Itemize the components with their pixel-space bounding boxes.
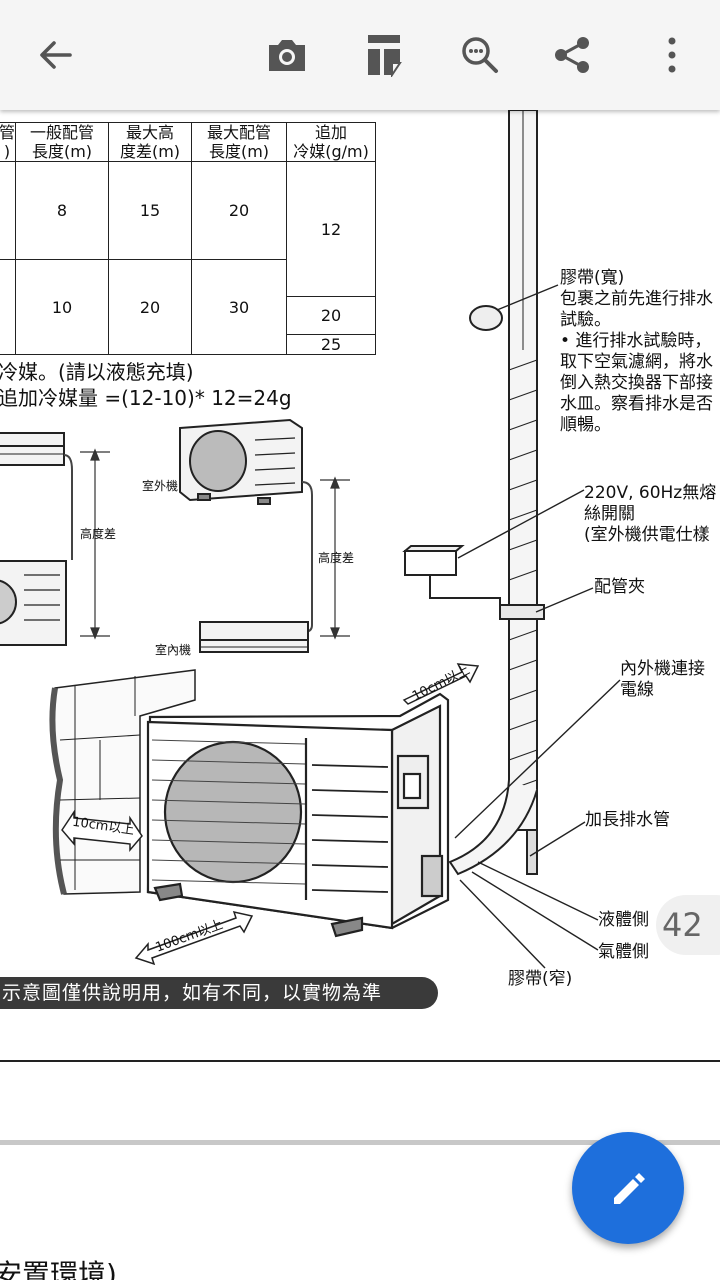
refrigerant-spec-table: 管) 一般配管長度(m) 最大高度差(m) 最大配管長度(m) 追加冷媒(g/m… — [0, 122, 377, 355]
table-header: 一般配管 — [30, 123, 95, 142]
note-line-2: 追加冷媒量 =(12-10)* 12=24g — [0, 386, 292, 410]
breaker-label: 220V, 60Hz無熔 — [584, 483, 717, 503]
tape-wide-note: 取下空氣濾網，將水 — [560, 352, 713, 372]
tape-wide-note: 水皿。察看排水是否 — [560, 394, 713, 414]
gas-side-label: 氣體側 — [598, 942, 649, 962]
indoor-unit-left — [0, 432, 65, 466]
breaker-box — [402, 545, 501, 610]
tape-wide-note: 試驗。 — [560, 310, 611, 330]
table-header: 長度(m) — [31, 142, 93, 161]
table-header: 最大配管 — [207, 123, 272, 142]
note-line-1: 冷媒。(請以液態充填) — [0, 360, 194, 384]
breaker-label: 絲開關 — [584, 504, 635, 524]
edit-fab-button[interactable] — [572, 1132, 684, 1244]
table-header: 度差(m) — [119, 142, 181, 161]
more-options-button[interactable] — [642, 25, 702, 85]
more-vert-icon — [668, 37, 676, 73]
zoom-out-icon — [462, 37, 498, 73]
tape-wide-note: 順暢。 — [560, 415, 611, 435]
page-divider — [0, 1060, 720, 1062]
height-diff-label-left: 高度差 — [80, 527, 117, 541]
page-number-badge: 42 — [656, 895, 720, 955]
table-cell: 20 — [191, 161, 288, 260]
table-cell: 20 — [108, 259, 193, 355]
table-header: 追加 — [315, 123, 348, 142]
pencil-edit-icon — [614, 1173, 645, 1204]
drain-hose-label: 加長排水管 — [585, 810, 670, 830]
table-header: 長度(m) — [208, 142, 270, 161]
camera-icon — [269, 40, 305, 71]
table-cell: 20 — [286, 296, 377, 335]
diagram-caption: 示意圖僅供說明用，如有不同，以實物為準 — [0, 977, 438, 1009]
table-cell: 12 — [286, 161, 377, 297]
arrow-left-icon — [40, 41, 72, 69]
page-layout-button[interactable] — [354, 25, 414, 85]
liquid-side-label: 液體側 — [598, 910, 649, 930]
indoor-unit-label: 室內機 — [155, 643, 192, 657]
pipe-clamp-label: 配管夾 — [594, 577, 645, 597]
table-header: 冷媒(g/m) — [293, 142, 369, 161]
table-cell: 15 — [108, 161, 193, 260]
table-header: 管 — [0, 123, 16, 142]
table-cell: 10 — [15, 259, 110, 355]
page-layout-icon — [368, 35, 402, 77]
clearance-arrows — [61, 663, 480, 966]
page-number: 42 — [662, 906, 703, 944]
tape-wide-note: 包裹之前先進行排水 — [560, 289, 713, 309]
table-cell: 25 — [286, 334, 377, 355]
installation-diagram — [0, 110, 621, 969]
next-page-heading: 安置環境) — [0, 1258, 117, 1280]
tape-narrow-label: 膠帶(窄) — [508, 969, 573, 989]
outdoor-unit-left — [0, 560, 67, 646]
document-viewer[interactable]: 管) 一般配管長度(m) 最大高度差(m) 最大配管長度(m) 追加冷媒(g/m… — [0, 110, 720, 1280]
table-cell: 30 — [191, 259, 288, 355]
zoom-button[interactable] — [450, 25, 510, 85]
indoor-unit-lower — [199, 621, 309, 653]
tape-wide-note: 倒入熱交換器下部接 — [560, 373, 713, 393]
connection-wire-label: 電線 — [620, 680, 654, 700]
breaker-label: (室外機供電仕樣 — [584, 525, 710, 545]
share-button[interactable] — [543, 25, 603, 85]
leader-lines — [454, 284, 621, 969]
tape-wide-label: 膠帶(寬) — [560, 268, 625, 288]
height-diff-label-right: 高度差 — [318, 551, 355, 565]
app-toolbar — [0, 0, 720, 110]
outdoor-unit-label: 室外機 — [142, 479, 179, 493]
tape-wide-note: • 進行排水試驗時， — [560, 331, 712, 351]
vertical-pipe — [448, 110, 545, 876]
connection-wire-label: 內外機連接 — [620, 659, 705, 679]
page-gap — [0, 1140, 720, 1145]
outdoor-unit-upper — [179, 418, 303, 505]
table-header: 最大高 — [126, 123, 175, 142]
camera-button[interactable] — [257, 25, 317, 85]
outdoor-unit-main — [146, 692, 450, 938]
table-header: ) — [3, 142, 11, 161]
share-icon — [555, 37, 589, 73]
back-button[interactable] — [26, 25, 86, 85]
